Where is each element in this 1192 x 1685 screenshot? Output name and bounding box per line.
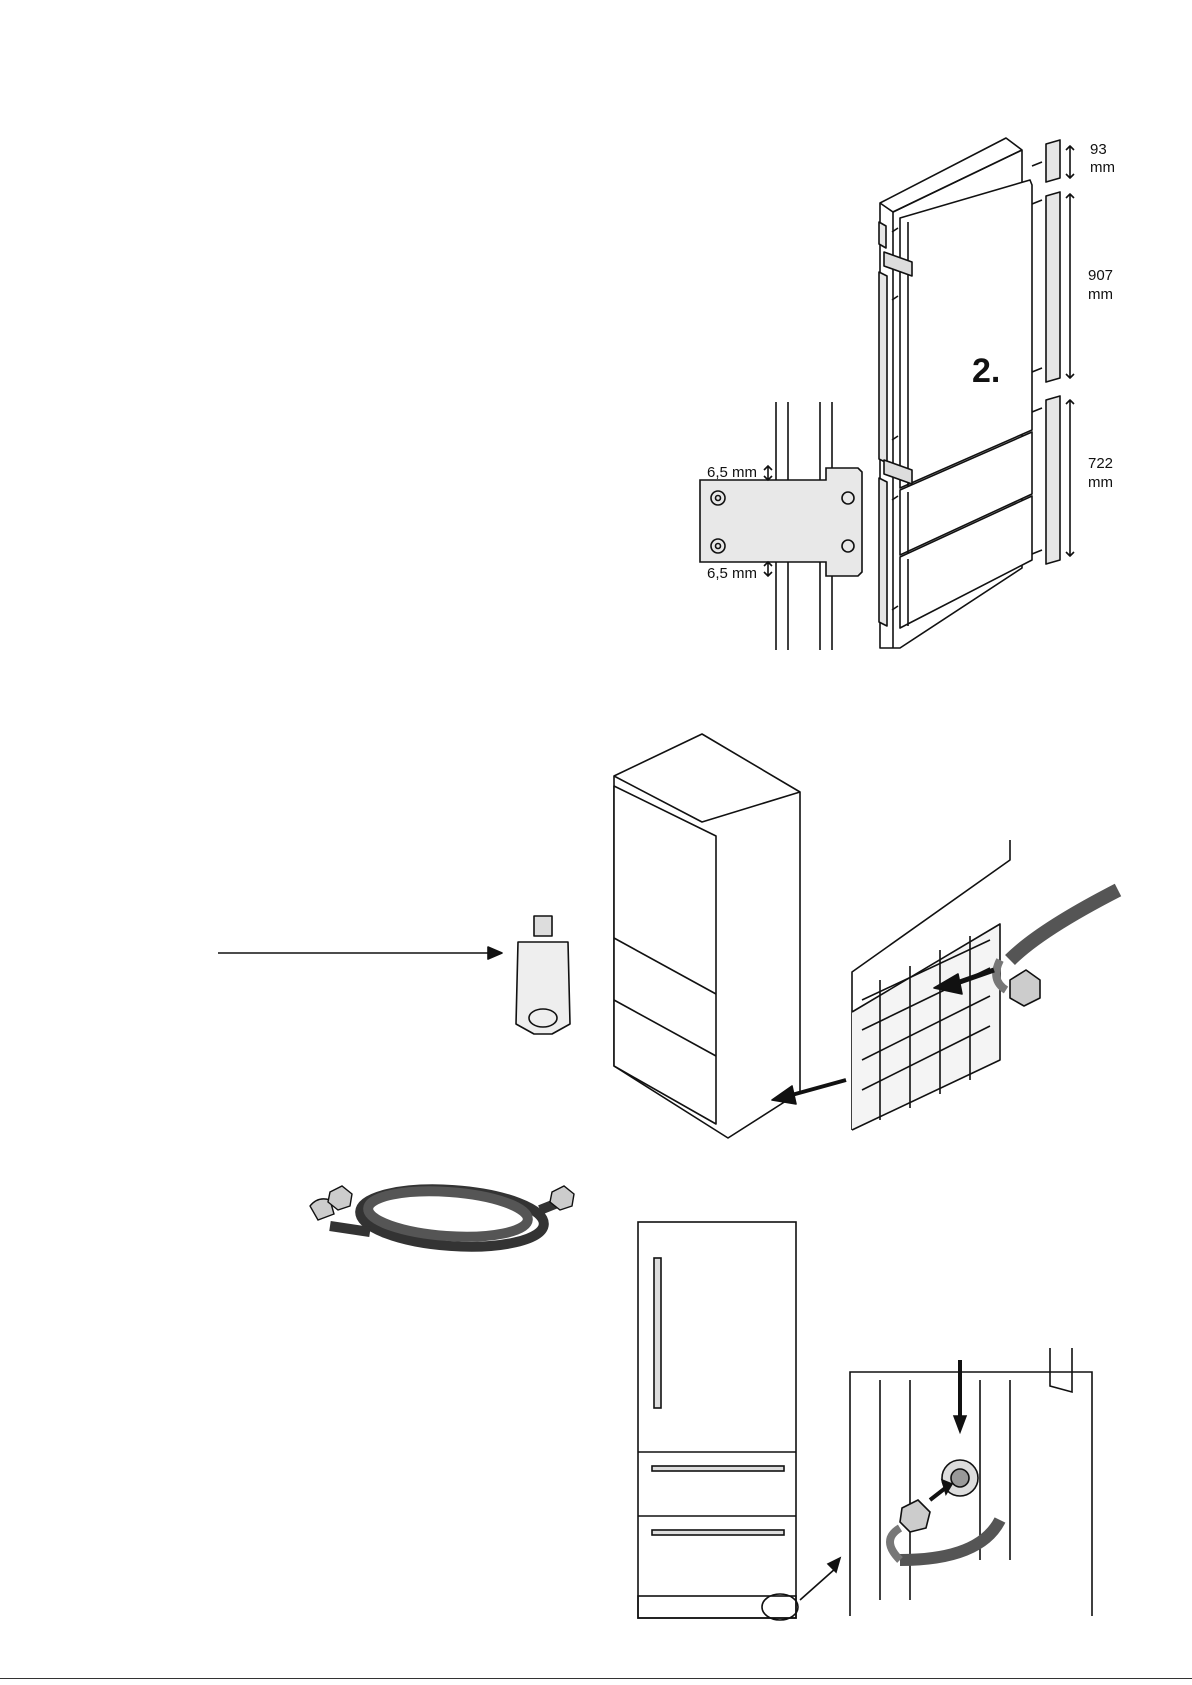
page-bottom-rule [0,1678,1192,1679]
